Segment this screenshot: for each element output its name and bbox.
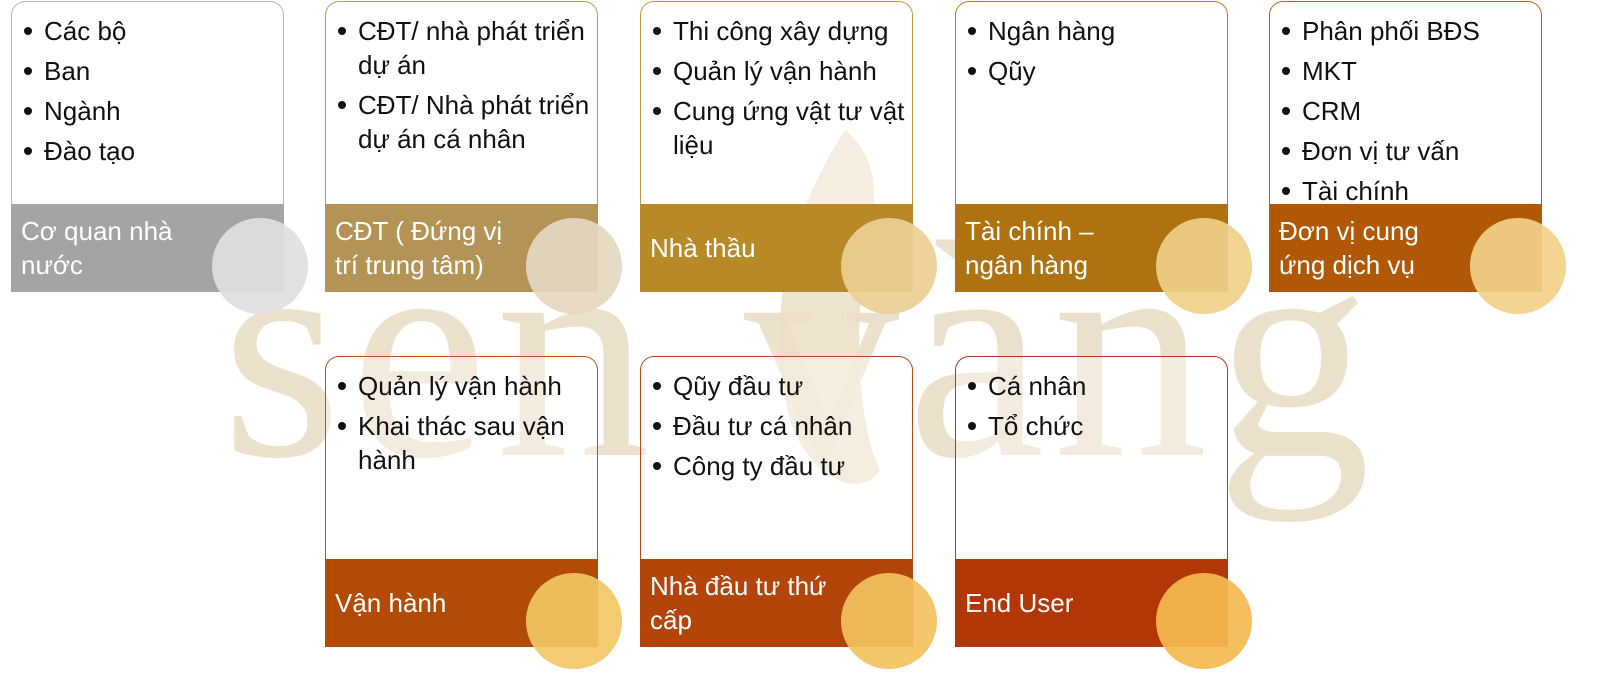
list-item: MKT [1280, 54, 1535, 88]
card-label-text: Nhà thầu [650, 233, 756, 263]
list-item: CĐT/ Nhà phát triển dự án cá nhân [336, 88, 591, 156]
list-item: Phân phối BĐS [1280, 14, 1535, 48]
card-label-text: Cơ quan nhà nước [21, 216, 173, 280]
list-item: Qũy [966, 54, 1221, 88]
card-body: Cá nhân Tổ chức [955, 356, 1228, 559]
list-item: Ban [22, 54, 277, 88]
card-label-text: CĐT ( Đứng vị trí trung tâm) [335, 216, 503, 280]
card-label-text: Tài chính – ngân hàng [965, 216, 1094, 280]
list-item: Cá nhân [966, 369, 1221, 403]
card-circle [1470, 218, 1566, 314]
card-label-text: End User [965, 588, 1074, 618]
list-item: Cung ứng vật tư vật liệu [651, 94, 906, 162]
list-item: Thi công xây dựng [651, 14, 906, 48]
list-item: Khai thác sau vận hành [336, 409, 591, 477]
list-item: Qũy đầu tư [651, 369, 906, 403]
card-circle [841, 218, 937, 314]
card-label-text: Vận hành [335, 588, 447, 618]
card-circle [1156, 218, 1252, 314]
card-label-text: Đơn vị cung ứng dịch vụ [1279, 216, 1419, 280]
card-label: Cơ quan nhà nước [11, 204, 284, 292]
card-circle [526, 218, 622, 314]
list-item: Đào tạo [22, 134, 277, 168]
card-end-user: Cá nhân Tổ chức End User [955, 356, 1252, 669]
list-item: Tổ chức [966, 409, 1221, 443]
card-circle [212, 218, 308, 314]
list-item: Đơn vị tư vấn [1280, 134, 1535, 168]
list-item: Các bộ [22, 14, 277, 48]
item-list: Cá nhân Tổ chức [956, 357, 1227, 443]
list-item: CĐT/ nhà phát triển dự án [336, 14, 591, 82]
list-item: Quản lý vận hành [336, 369, 591, 403]
card-label-text: Nhà đầu tư thứ cấp [650, 571, 827, 635]
card-circle [526, 573, 622, 669]
list-item: Ngân hàng [966, 14, 1221, 48]
list-item: Ngành [22, 94, 277, 128]
list-item: CRM [1280, 94, 1535, 128]
card-circle [841, 573, 937, 669]
list-item: Công ty đầu tư [651, 449, 906, 483]
list-item: Tài chính [1280, 174, 1535, 208]
list-item: Đầu tư cá nhân [651, 409, 906, 443]
card-circle [1156, 573, 1252, 669]
list-item: Quản lý vận hành [651, 54, 906, 88]
